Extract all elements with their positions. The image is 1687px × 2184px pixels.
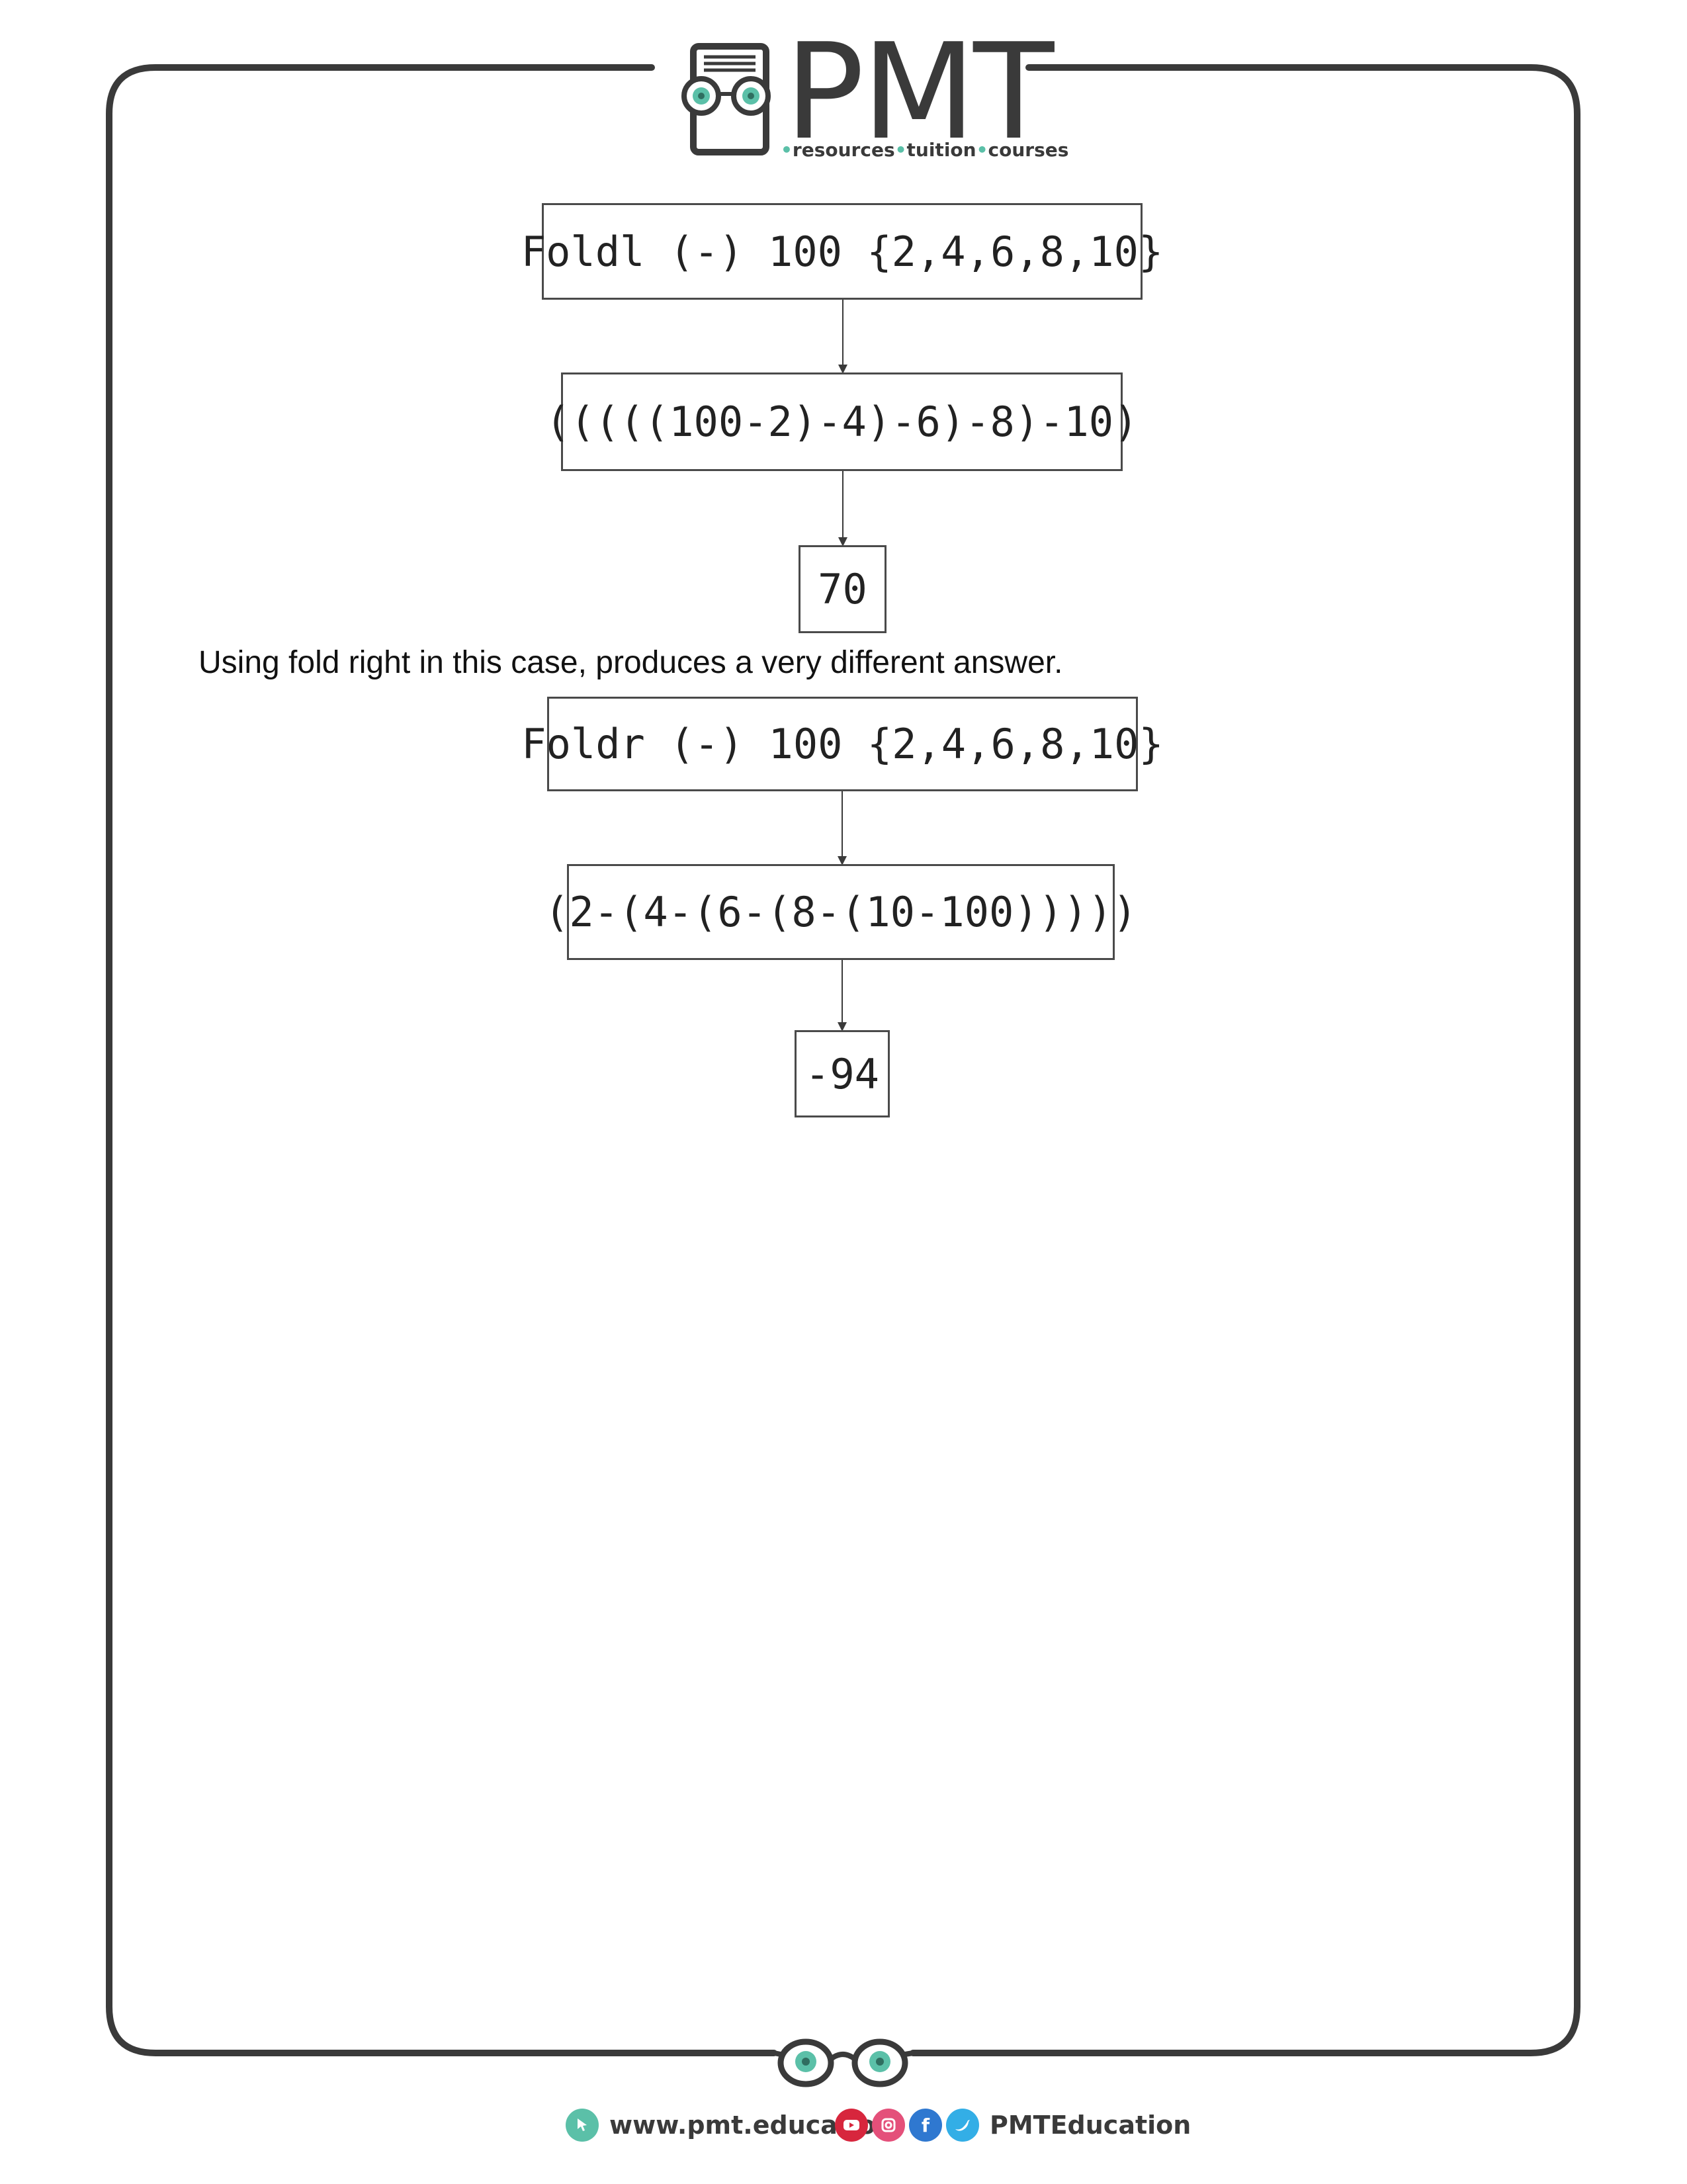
twitter-icon[interactable] [946, 2109, 979, 2142]
facebook-icon[interactable]: f [909, 2109, 942, 2142]
foldl-result-box: 70 [799, 545, 887, 633]
foldr-arrow-1 [838, 791, 847, 865]
foldl-arrow-2 [838, 471, 847, 546]
foldl-arrow-1 [838, 300, 847, 374]
cursor-icon [566, 2109, 599, 2142]
foldr-expression-box: Foldr (-) 100 {2,4,6,8,10} [521, 697, 1164, 791]
glasses-footer-icon [773, 2038, 914, 2087]
logo-brand: PMT [785, 15, 1054, 169]
youtube-icon[interactable] [835, 2109, 868, 2142]
footer-social: f PMTEducation [835, 2105, 1191, 2145]
social-handle[interactable]: PMTEducation [990, 2111, 1191, 2140]
caption-text: Using fold right in this case, produces … [198, 645, 1063, 680]
logo-tagline: •resources•tuition•courses [781, 139, 1069, 161]
foldr-arrow-2 [838, 960, 847, 1031]
foldl-expansion-box: (((((100-2)-4)-6)-8)-10) [546, 372, 1138, 471]
foldr-result-box: -94 [795, 1030, 890, 1117]
foldr-expansion-box: (2-(4-(6-(8-(10-100))))) [544, 864, 1137, 960]
glasses-logo-icon [681, 76, 771, 116]
foldl-expression-box: Foldl (-) 100 {2,4,6,8,10} [521, 203, 1163, 300]
instagram-icon[interactable] [872, 2109, 905, 2142]
